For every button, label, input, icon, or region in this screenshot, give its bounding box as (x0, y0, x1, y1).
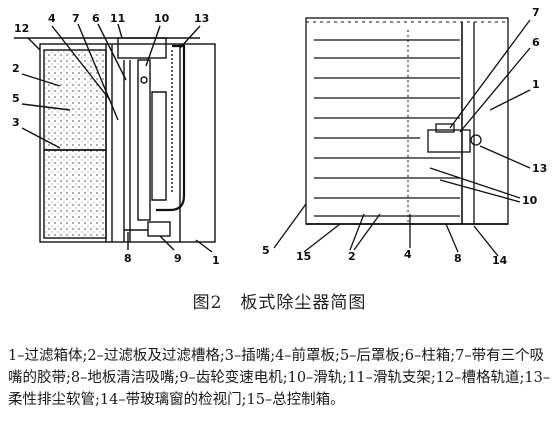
right-label-6: 6 (532, 36, 540, 49)
left-label-7: 7 (72, 12, 80, 25)
right-label-14: 14 (492, 254, 508, 267)
left-label-13: 13 (194, 12, 209, 25)
right-label-15: 15 (296, 250, 311, 263)
left-label-2: 2 (12, 62, 20, 75)
left-label-1: 1 (212, 254, 220, 267)
left-label-6: 6 (92, 12, 100, 25)
left-label-8: 8 (124, 252, 132, 265)
figure-caption: 图2 板式除尘器简图 (192, 293, 367, 313)
right-label-5: 5 (262, 244, 270, 257)
right-label-13: 13 (532, 162, 547, 175)
left-label-11: 11 (110, 12, 125, 25)
right-label-7: 7 (532, 6, 540, 19)
right-label-2: 2 (348, 250, 356, 263)
right-label-8: 8 (454, 252, 462, 265)
left-label-4: 4 (48, 12, 56, 25)
right-label-10: 10 (522, 194, 538, 207)
left-label-3: 3 (12, 116, 20, 129)
schematic-figure: 12 4 7 6 11 10 13 2 5 3 8 9 1 (12, 6, 547, 267)
figure-legend: 1–过滤箱体;2–过滤板及过滤槽格;3–插嘴;4–前罩板;5–后罩板;6–柱箱;… (8, 348, 551, 408)
right-label-1: 1 (532, 78, 540, 91)
left-label-12: 12 (14, 22, 29, 35)
right-drawing (273, 17, 531, 257)
left-label-5: 5 (12, 92, 20, 105)
left-drawing (14, 23, 216, 253)
right-label-4: 4 (404, 248, 412, 261)
left-label-10: 10 (154, 12, 170, 25)
left-label-9: 9 (174, 252, 182, 265)
